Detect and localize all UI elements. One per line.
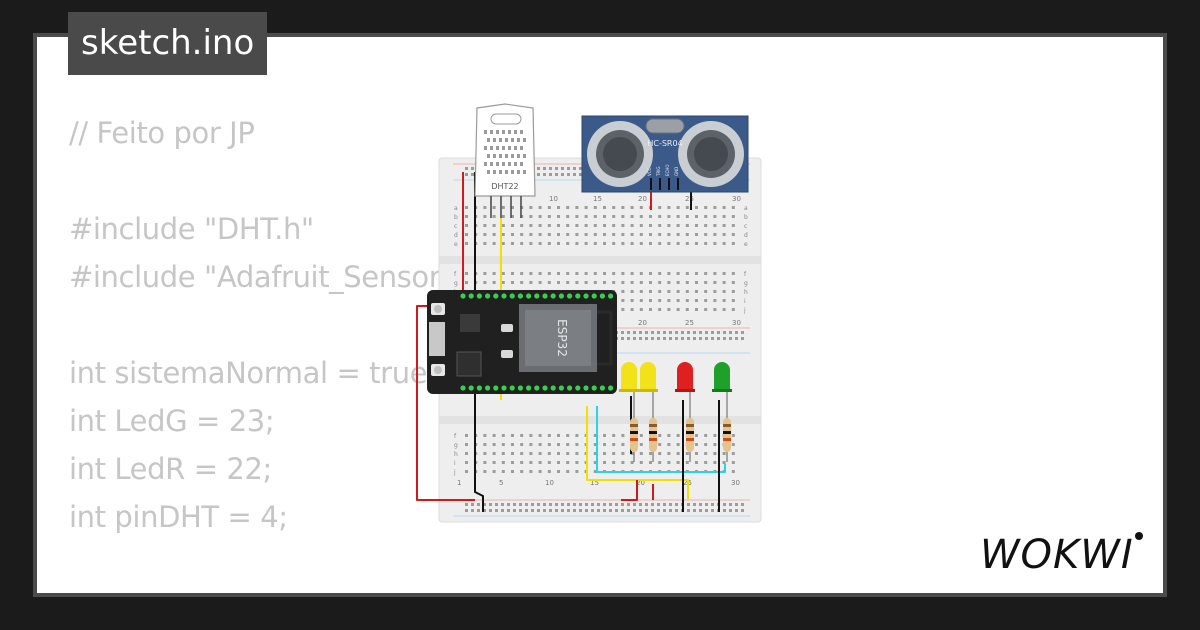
code-line [69,541,584,589]
code-line: int LedG = 23; [69,404,275,438]
esp32-board[interactable]: ESP32 [427,290,617,394]
resistor-1[interactable] [630,418,638,452]
row-d-r: d [744,232,748,239]
led-yellow-1[interactable] [619,362,639,392]
bb-number-10: 10 [549,195,558,203]
bb-number-15c: 15 [590,479,599,487]
row-i-r: i [744,298,746,305]
row-b: b [454,214,458,221]
dht22-label: DHT22 [491,182,518,191]
pin-gnd: GND [674,167,679,176]
hc-sr04-sensor[interactable]: HC-SR04 VCC TRIG ECHO GND [581,115,749,193]
row-d: d [454,232,458,239]
bb-number-30c: 30 [731,479,740,487]
row-b-r: b [744,214,748,221]
bb-number-20c: 20 [636,479,645,487]
row-c: c [454,223,457,230]
pin-echo: ECHO [665,165,670,176]
brand-name: WOKWI [980,532,1134,578]
led-green[interactable] [712,362,732,392]
bb-number-25b: 25 [685,319,694,327]
esp32-label: ESP32 [555,319,569,357]
row-c-r: c [744,223,747,230]
row-j-2: j [453,469,456,476]
bb-number-20b: 20 [638,319,647,327]
code-line: #include "DHT.h" [69,212,314,246]
wire-cyan-bottom[interactable] [596,406,726,473]
bb-number-30: 30 [732,195,741,203]
row-g-2: g [454,442,458,449]
bb-number-25: 25 [685,195,694,203]
code-line: // Feito por JP [69,116,255,150]
file-name-tab[interactable]: sketch.ino [68,12,268,75]
row-i-2: i [454,460,456,467]
row-j-r: j [743,307,746,314]
row-g: g [454,280,458,287]
wire-red-bottom[interactable] [621,480,654,501]
row-h-r: h [744,289,748,296]
led-red[interactable] [675,362,695,392]
pin-vcc: VCC [647,167,652,176]
hc-sr04-label: HC-SR04 [647,139,682,148]
bb-number-20: 20 [638,195,647,203]
code-line: int pinDHT = 4; [69,500,288,534]
row-h-2: h [454,451,458,458]
code-line: int sistemaNormal = true; [69,356,437,390]
bb-number-15: 15 [593,195,602,203]
row-a-r: a [744,205,748,212]
led-yellow-2[interactable] [638,362,658,392]
bb-number-30b: 30 [732,319,741,327]
resistor-3[interactable] [686,418,694,452]
row-f: f [454,271,457,278]
pin-trig: TRIG [656,166,661,177]
wokwi-logo[interactable]: WOKWI [978,528,1150,578]
resistor-2[interactable] [649,418,657,452]
bb-number-5c: 5 [499,479,503,487]
row-g-r: g [744,280,748,287]
row-e: e [454,241,458,248]
circuit-diagram: 10 15 20 25 30 20 25 30 1 5 10 15 20 25 … [416,103,762,523]
code-line: DHT sensor = DHT(pinDHT, DHT22); [69,589,584,593]
bb-number-10c: 10 [545,479,554,487]
code-line: #include "Adafruit_Sensor.h" [69,260,478,294]
resistor-4[interactable] [723,418,731,452]
code-line: int LedR = 22; [69,452,272,486]
dht22-sensor[interactable]: DHT22 [474,103,536,218]
bb-number-1c: 1 [457,479,461,487]
row-f-2: f [454,433,457,440]
code-preview: // Feito por JP #include "DHT.h" #include … [69,109,584,593]
row-a: a [454,205,458,212]
row-f-r: f [744,271,747,278]
row-e-r: e [744,241,748,248]
